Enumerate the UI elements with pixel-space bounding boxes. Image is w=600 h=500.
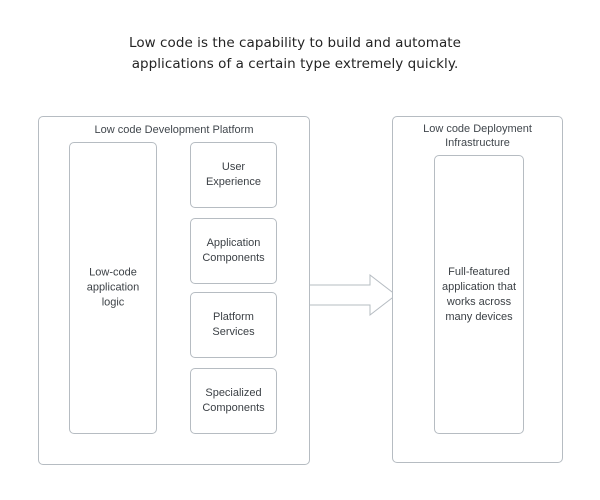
panel-label-platform: Low code Development Platform [94, 124, 254, 136]
block-label-application-components: Application Components [202, 237, 265, 264]
block-label-user-experience: User Experience [205, 161, 262, 188]
block-user-experience: User Experience [190, 142, 277, 208]
block-platform-services: Platform Services [190, 292, 277, 358]
right-block-arrow-icon [310, 273, 397, 317]
page-title: Low code is the capability to build and … [128, 35, 461, 72]
block-specialized-components: Specialized Components [190, 368, 277, 434]
block-low-code-application-logic: Low-code application logic [69, 142, 157, 434]
block-full-featured-application: Full-featured application that works acr… [434, 155, 524, 434]
block-application-components: Application Components [190, 218, 277, 284]
block-label-full-featured-application: Full-featured application that works acr… [442, 265, 516, 323]
panel-label-infrastructure: Low code Deployment Infrastructure [423, 123, 532, 149]
block-label-specialized-components: Specialized Components [202, 387, 265, 414]
block-label-logic: Low-code application logic [86, 266, 140, 309]
block-label-platform-services: Platform Services [212, 311, 255, 338]
